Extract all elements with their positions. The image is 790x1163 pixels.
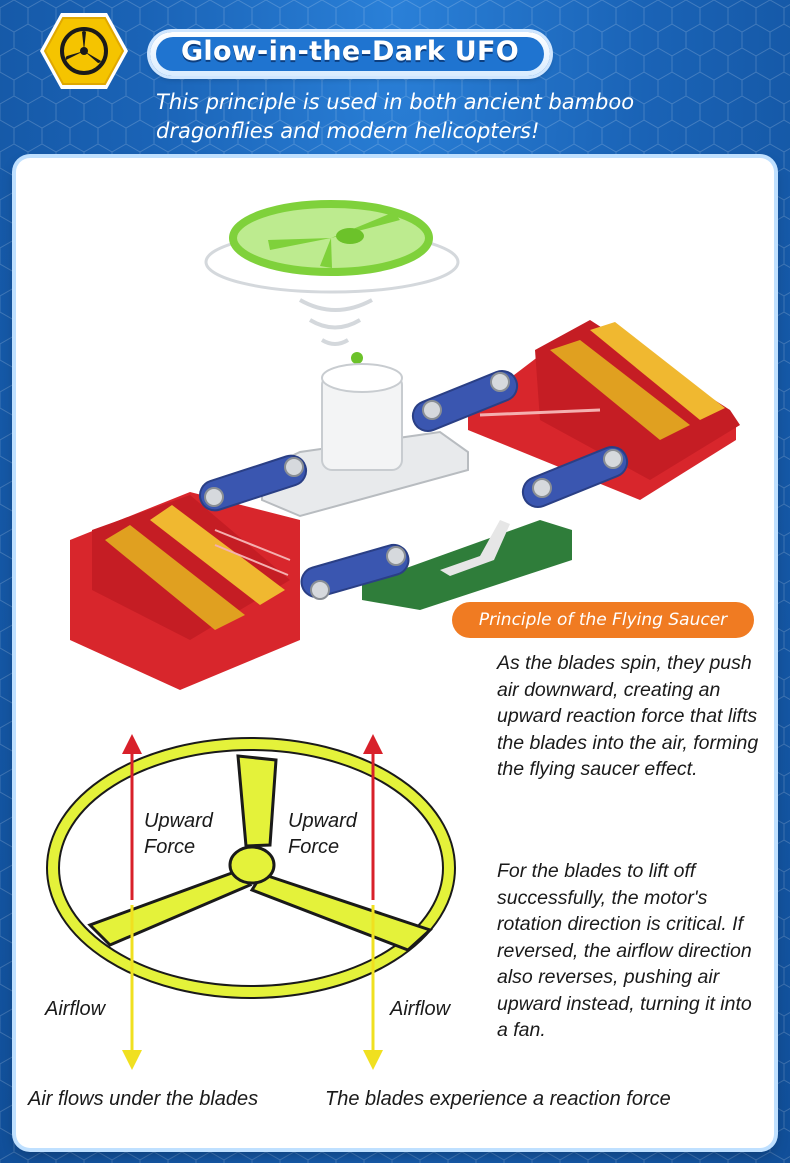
upward-force-label-left: Upward Force bbox=[144, 810, 213, 858]
upward-force-label-right: Upward Force bbox=[288, 810, 357, 858]
caption-right: The blades experience a reaction force bbox=[325, 1088, 671, 1110]
airflow-label-right: Airflow bbox=[390, 998, 451, 1020]
principle-paragraph-2: For the blades to lift off successfully,… bbox=[497, 860, 752, 1041]
propeller-icon bbox=[40, 13, 128, 89]
caption-left: Air flows under the blades bbox=[28, 1088, 259, 1110]
principle-badge: Principle of the Flying Saucer bbox=[452, 602, 754, 638]
page-title: Glow-in-the-Dark UFO bbox=[180, 36, 520, 67]
title-banner: Glow-in-the-Dark UFO bbox=[150, 32, 550, 76]
principle-paragraph-1: As the blades spin, they push air downwa… bbox=[497, 652, 759, 780]
page-subtitle: This principle is used in both ancient b… bbox=[156, 90, 635, 143]
airflow-label-left: Airflow bbox=[45, 998, 106, 1020]
